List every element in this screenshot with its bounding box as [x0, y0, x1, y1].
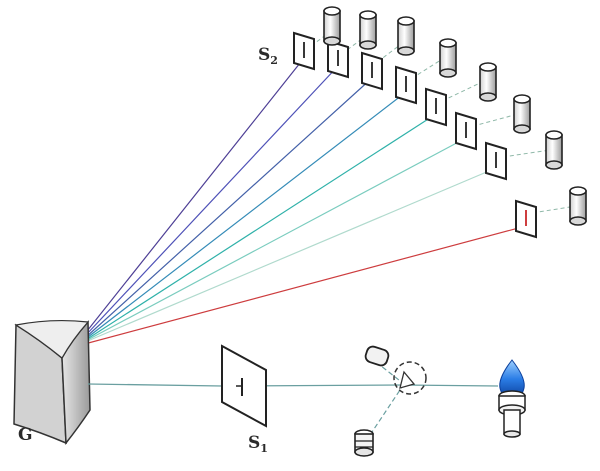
exit-slit-8: [515, 199, 537, 239]
detector-tube-2: [359, 10, 377, 50]
exit-slit-6: [455, 111, 477, 151]
diffracted-beam-3: [63, 77, 373, 358]
flame-source: [498, 359, 526, 438]
exit-slits-label: S2: [258, 45, 278, 67]
diffracted-beam-7: [63, 167, 497, 352]
diffracted-beam-2: [63, 65, 339, 359]
detector-tube-3: [397, 16, 415, 56]
chopper-lens: [393, 361, 427, 395]
reference-detector: [354, 429, 374, 457]
detector-array: [323, 6, 587, 226]
small-capsule: [364, 345, 390, 367]
diffracted-beam-6: [63, 137, 467, 354]
detector-tube-8: [569, 186, 587, 226]
entrance-slit: [221, 344, 267, 428]
diffracted-beam-8: [63, 225, 527, 351]
exit-slit-5: [425, 87, 447, 127]
diffracted-beams: [63, 57, 527, 361]
detector-tube-1: [323, 6, 341, 46]
exit-slit-1: [293, 31, 315, 71]
exit-slit-7: [485, 141, 507, 181]
exit-slit-4: [395, 65, 417, 105]
diffraction-grating: [13, 319, 91, 446]
detector-tube-4: [439, 38, 457, 78]
exit-slit-array: [293, 31, 537, 239]
detector-tube-7: [545, 130, 563, 170]
detector-tube-5: [479, 62, 497, 102]
entrance-slit-label: S1: [248, 433, 268, 455]
exit-slit-2: [327, 39, 349, 79]
incident-beam: [87, 383, 499, 387]
secondary-beam: [371, 361, 405, 433]
grating-label: G: [18, 425, 33, 445]
exit-slit-3: [361, 51, 383, 91]
detector-tube-6: [513, 94, 531, 134]
diffracted-beam-4: [63, 91, 407, 356]
diffracted-beam-1: [63, 57, 305, 361]
diffracted-beam-5: [63, 113, 437, 355]
